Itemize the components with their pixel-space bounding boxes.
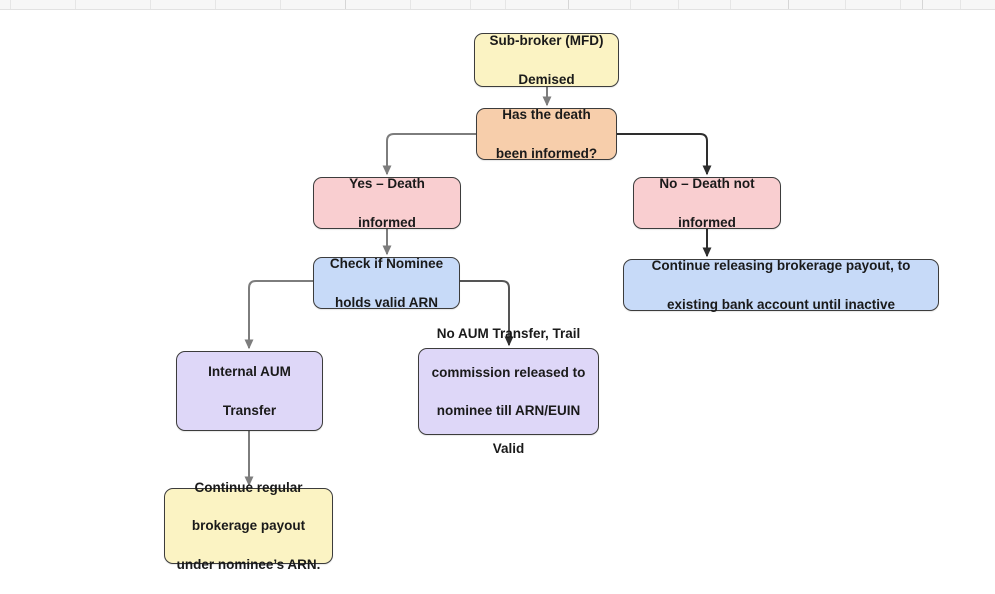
- spreadsheet-column-ruler: [0, 0, 995, 10]
- node-label-line: informed: [678, 214, 736, 230]
- ruler-tick: [470, 0, 471, 9]
- node-label-line: Continue releasing brokerage payout, to: [651, 258, 911, 274]
- ruler-tick: [10, 0, 11, 9]
- ruler-tick: [345, 0, 346, 9]
- node-label-line: nominee till ARN/EUIN: [436, 403, 581, 419]
- node-label-line: holds valid ARN: [334, 294, 438, 310]
- node-check-if-nominee-holds-valid-arn[interactable]: Check if Nominee holds valid ARN: [313, 256, 460, 310]
- ruler-tick: [922, 0, 923, 9]
- node-label-line: Continue regular: [194, 480, 303, 496]
- ruler-tick: [960, 0, 961, 9]
- node-label-line: Yes – Death: [349, 176, 425, 192]
- edge-decision-to-no: [617, 133, 712, 176]
- node-label-line: Sub-broker (MFD): [489, 33, 604, 49]
- edge-check-arn-to-internal-aum: [244, 280, 313, 350]
- ruler-tick: [730, 0, 731, 9]
- node-label-line: No AUM Transfer, Trail: [436, 326, 581, 342]
- ruler-tick: [788, 0, 789, 9]
- node-no-aum-transfer-trail-commission[interactable]: No AUM Transfer, Trail commission release…: [418, 326, 599, 456]
- ruler-tick: [630, 0, 631, 9]
- node-label-line: Transfer: [222, 402, 277, 418]
- node-label-line: been informed?: [495, 145, 598, 161]
- ruler-tick: [215, 0, 216, 9]
- ruler-tick: [568, 0, 569, 9]
- node-label-line: No – Death not: [659, 176, 755, 192]
- node-has-death-been-informed[interactable]: Has the death been informed?: [476, 107, 617, 161]
- ruler-tick: [505, 0, 506, 9]
- node-internal-aum-transfer[interactable]: Internal AUM Transfer: [176, 351, 323, 431]
- node-yes-death-informed[interactable]: Yes – Death informed: [313, 176, 461, 230]
- node-label-line: Check if Nominee: [329, 256, 444, 272]
- node-sub-broker-demised[interactable]: Sub-broker (MFD) Demised: [474, 33, 619, 87]
- node-no-death-not-informed[interactable]: No – Death not informed: [633, 176, 781, 230]
- node-continue-regular-brokerage-payout[interactable]: Continue regular brokerage payout under no…: [164, 480, 333, 572]
- node-label-line: Demised: [518, 71, 575, 87]
- ruler-tick: [845, 0, 846, 9]
- ruler-tick: [900, 0, 901, 9]
- node-continue-releasing-brokerage-payout[interactable]: Continue releasing brokerage payout, to e…: [623, 258, 939, 312]
- ruler-tick: [410, 0, 411, 9]
- node-label-line: Has the death: [502, 107, 591, 123]
- ruler-tick: [150, 0, 151, 9]
- node-label-line: under nominee’s ARN.: [176, 556, 321, 572]
- ruler-tick: [75, 0, 76, 9]
- edge-decision-to-yes: [382, 133, 476, 176]
- node-label-line: brokerage payout: [191, 518, 306, 534]
- node-label-line: Internal AUM: [208, 364, 291, 380]
- node-label-line: commission released to: [431, 364, 586, 380]
- node-label-line: existing bank account until inactive: [666, 296, 896, 312]
- node-label-line: informed: [358, 214, 416, 230]
- node-label-line: Valid: [492, 441, 525, 457]
- ruler-tick: [280, 0, 281, 9]
- ruler-tick: [678, 0, 679, 9]
